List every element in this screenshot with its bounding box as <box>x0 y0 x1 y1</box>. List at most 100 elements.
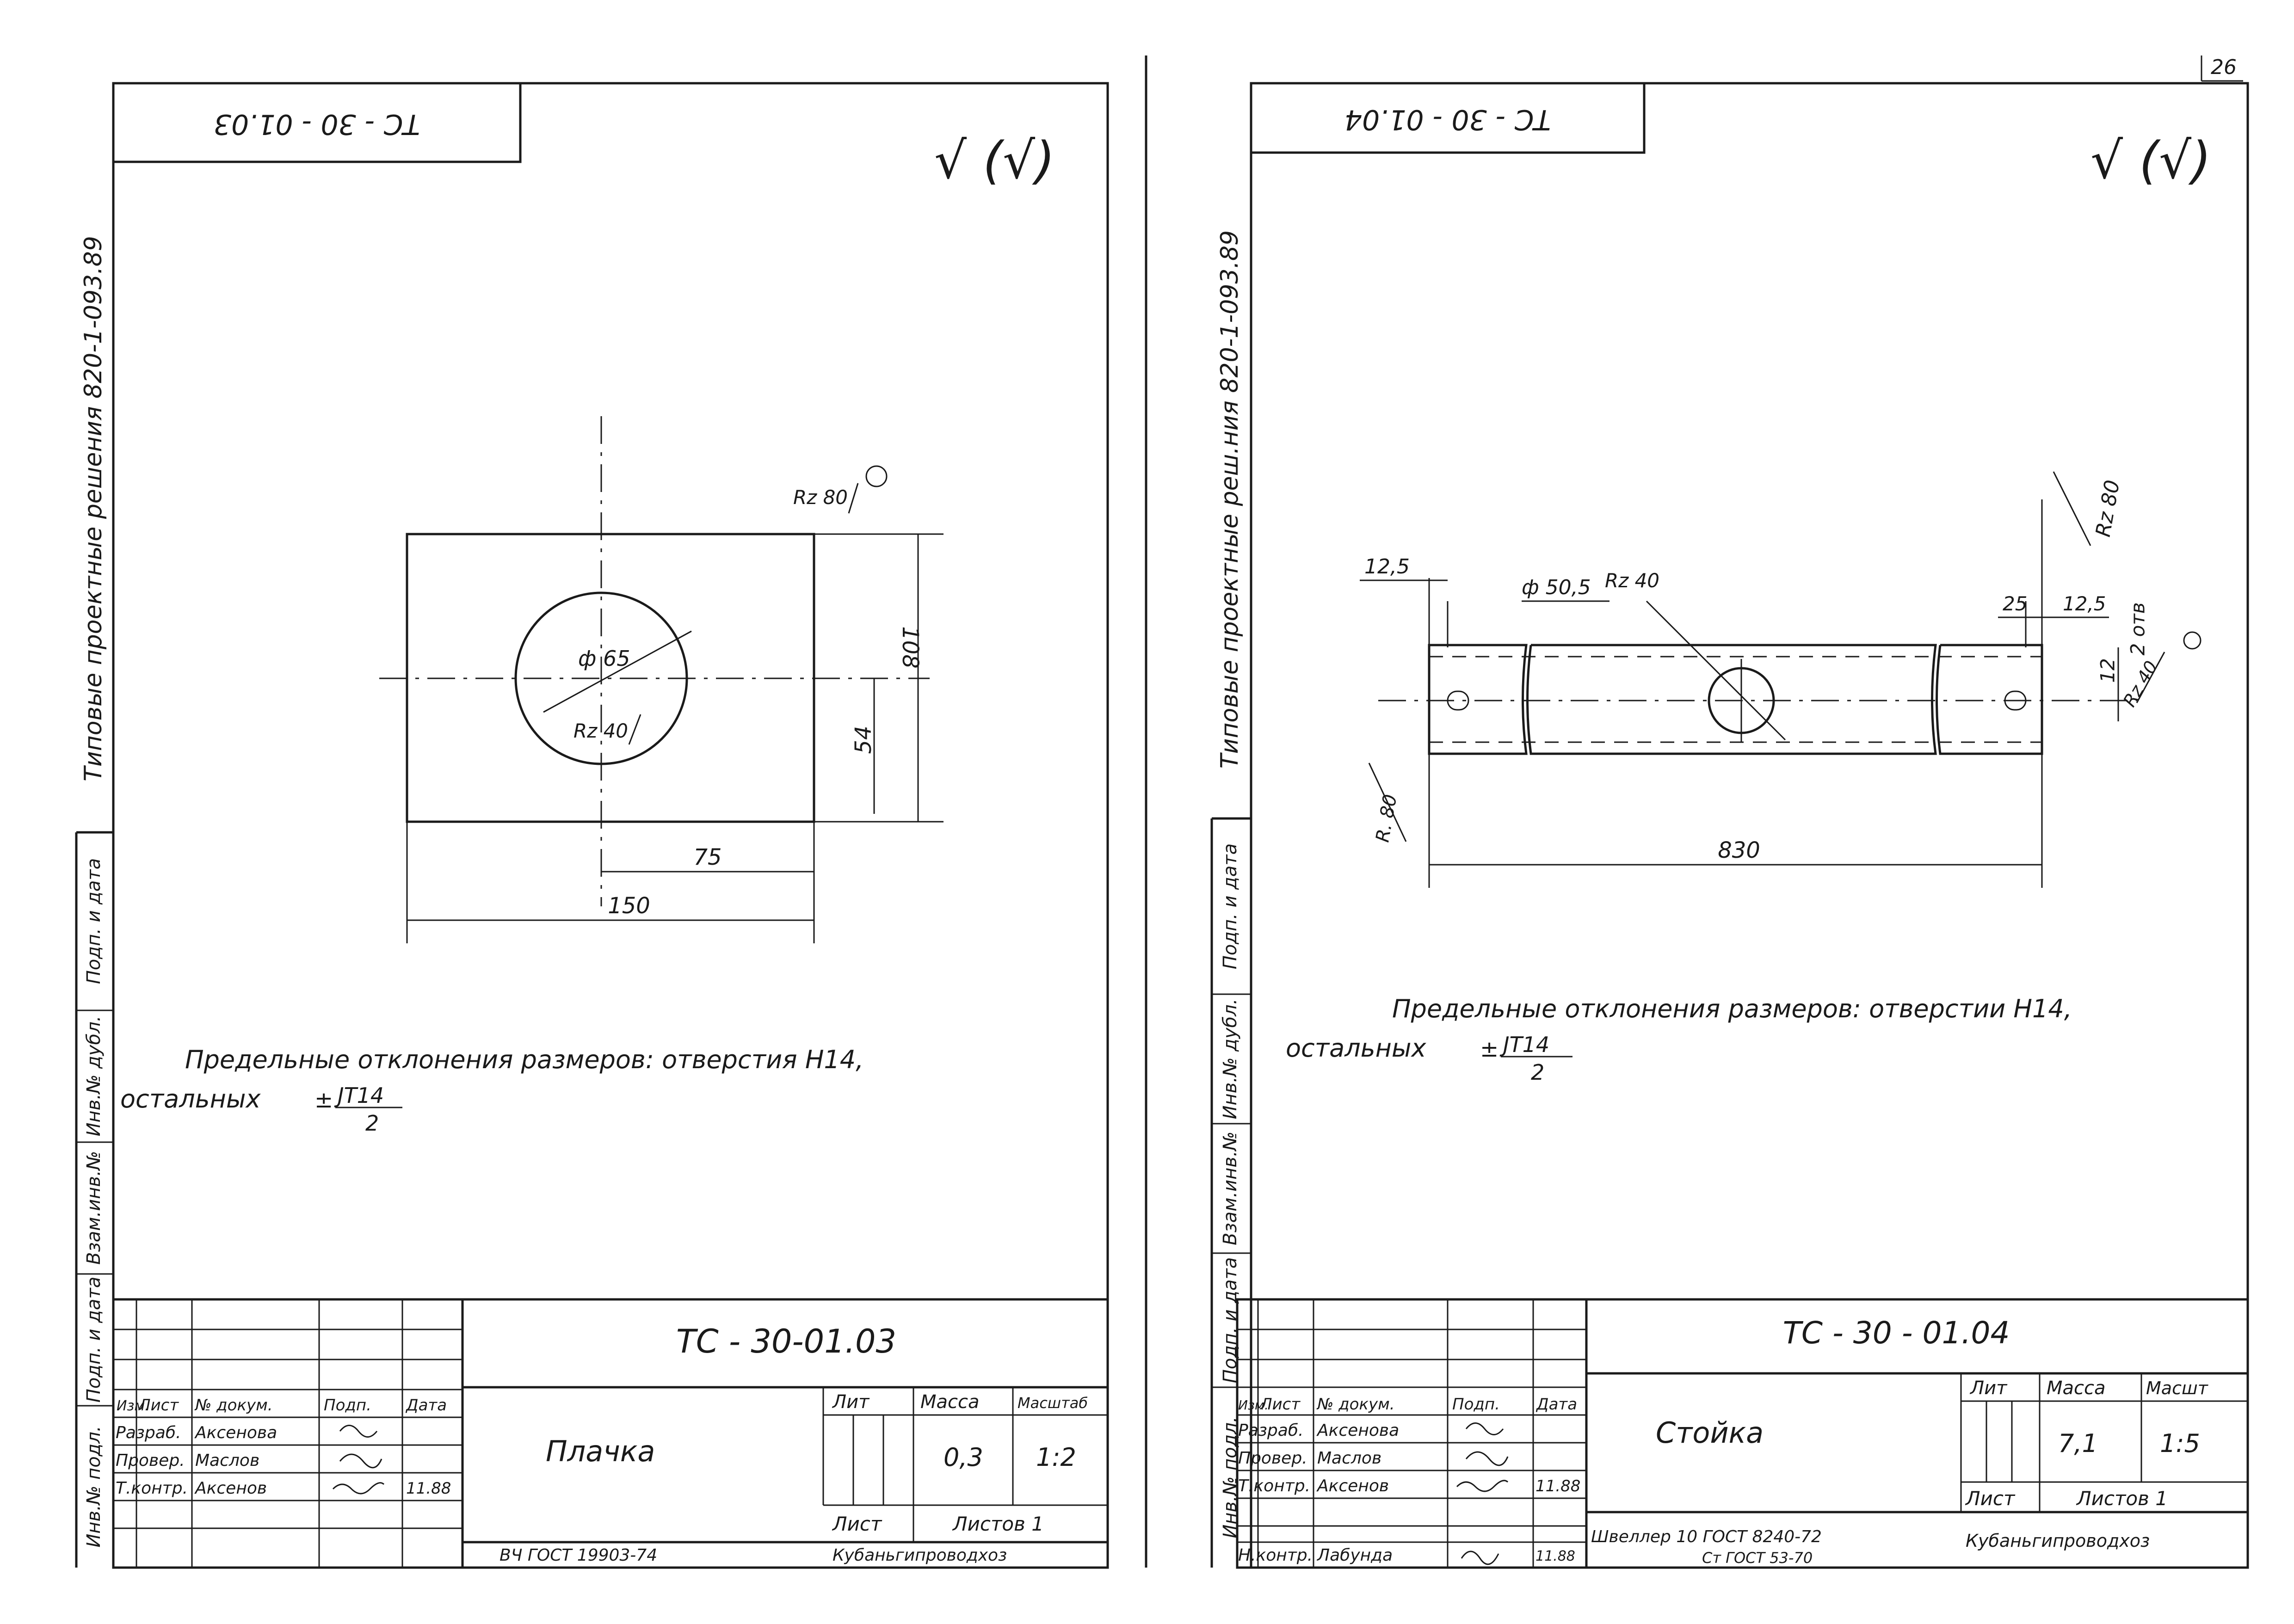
left-name-2: Маслов <box>195 1451 259 1470</box>
left-hdr-date: Дата <box>405 1396 447 1415</box>
right-title-block: Изм. Лист № докум. Подп. Дата Разраб. Ак… <box>1236 1298 2249 1569</box>
right-code-box <box>1250 82 1646 154</box>
left-side-field-3: Взам.инв.№ <box>83 1151 105 1265</box>
left-note-pm: ± <box>314 1087 333 1113</box>
left-sheet: ТС - 30 - 01.03 √ (√) Подп. и дата Инв.№… <box>75 82 1109 1569</box>
dim-left-end: 12,5 <box>1364 555 1410 578</box>
left-sheets-label: Листов 1 <box>952 1513 1044 1535</box>
left-role-1: Разраб. <box>116 1423 181 1442</box>
hole-diameter: ф 65 <box>578 646 630 671</box>
right-hdr-doc: № докум. <box>1316 1395 1395 1414</box>
left-part-name: Плачка <box>546 1434 655 1468</box>
right-side-field-2: Инв.№ дубл. <box>1220 999 1241 1120</box>
post-segment-left <box>1428 644 1528 755</box>
left-rotated-code: ТС - 30 - 01.03 <box>214 108 420 140</box>
page-number-box: 26 <box>2201 55 2243 82</box>
left-side-field-5: Инв.№ подл. <box>83 1426 105 1547</box>
right-note-prefix: остальных <box>1286 1033 1427 1063</box>
left-sheet-frame <box>112 82 1109 1569</box>
right-sheet: ТС - 30 - 01.04 √ (√) Подп. и дата Инв.№… <box>1210 82 2249 1569</box>
dim-length: 830 <box>1718 837 1760 863</box>
right-designation: ТС - 30 - 01.04 <box>1783 1315 2010 1351</box>
right-signature-marks <box>1456 1422 1509 1565</box>
dim-height: 108 <box>897 626 923 669</box>
right-name-1: Аксенова <box>1316 1421 1399 1440</box>
left-title-block: Изм. Лист № докум. Подп. Дата Разраб. Ак… <box>112 1298 1109 1569</box>
dim-slot-width: 25 <box>2003 592 2027 615</box>
holes-label: 2 отв <box>2127 603 2149 656</box>
left-signature-marks <box>332 1425 385 1495</box>
dim-slot: 12 <box>2097 658 2119 683</box>
post-segment-mid <box>1526 644 1937 755</box>
right-roughness-top: Rz 80 <box>2091 478 2125 539</box>
right-name-3: Аксенов <box>1316 1476 1389 1495</box>
dim-hole-roughness: Rz 40 <box>1605 569 1659 592</box>
right-note-num: JT14 <box>1499 1032 1549 1057</box>
left-role-2: Провер. <box>116 1451 185 1470</box>
right-mass-value: 7,1 <box>2058 1429 2098 1458</box>
hole-roughness: Rz 40 <box>574 720 628 742</box>
right-date-3: 11.88 <box>1536 1477 1580 1495</box>
left-hdr-scale: Масштаб <box>1018 1394 1088 1412</box>
right-sheet-label: Лист <box>1965 1487 2016 1510</box>
left-note-den: 2 <box>365 1111 379 1136</box>
right-sheet-frame <box>1250 82 2249 1569</box>
left-date-3: 11.88 <box>406 1479 451 1498</box>
right-sheets-label: Листов 1 <box>2076 1487 2168 1510</box>
left-hdr-mass: Масса <box>920 1391 980 1413</box>
dim-half-height: 54 <box>851 726 876 754</box>
post-slot-left <box>1447 690 1469 711</box>
post-segment-right <box>1936 644 2043 755</box>
right-hdr-lit: Лит <box>1969 1378 2008 1399</box>
left-side-strip: Подп. и дата Инв.№ дубл. Взам.инв.№ Подп… <box>75 236 113 1568</box>
right-note-pm: ± <box>1480 1036 1498 1062</box>
left-note-line1: Предельные отклонения размеров: отверсти… <box>185 1045 863 1074</box>
right-org: Кубаньгипроводхоз <box>1966 1531 2150 1551</box>
left-hdr-doc: № докум. <box>194 1396 273 1415</box>
right-date-4: 11.88 <box>1536 1548 1575 1564</box>
left-note-prefix: остальных <box>120 1084 261 1113</box>
post-slot-right <box>2004 690 2027 711</box>
left-material: ВЧ ГОСТ 19903-74 <box>500 1546 657 1565</box>
dim-half-width: 75 <box>693 844 722 870</box>
right-side-series: Типовые проектные реш.ния 820-1-093.89 <box>1216 230 1244 769</box>
right-role-3: Т.контр. <box>1238 1476 1310 1495</box>
left-scale-value: 1:2 <box>1036 1443 1076 1472</box>
right-material-1: Швеллер 10 ГОСТ 8240-72 <box>1591 1527 1822 1546</box>
page-number: 26 <box>2211 55 2237 79</box>
dim-width: 150 <box>608 893 650 919</box>
left-side-field-1: Подп. и дата <box>83 858 105 984</box>
left-hdr-izm: Изм. <box>117 1398 149 1414</box>
right-role-1: Разраб. <box>1238 1421 1303 1440</box>
right-surface-mark: √ (√) <box>2090 131 2211 190</box>
right-name-4: Лабунда <box>1316 1546 1393 1565</box>
left-mass-value: 0,3 <box>944 1443 983 1472</box>
left-hdr-sign: Подп. <box>324 1396 371 1415</box>
left-sheet-label: Лист <box>832 1513 882 1535</box>
right-name-2: Маслов <box>1317 1449 1381 1468</box>
left-role-3: Т.контр. <box>116 1479 188 1498</box>
left-note-num: JT14 <box>334 1083 384 1108</box>
dim-diameter: ф 50,5 <box>1522 576 1591 599</box>
right-post-drawing: 12,5 ф 50,5 Rz 40 25 12,5 12 2 отв Rz 40… <box>1360 471 2202 888</box>
right-role-4: Н.контр. <box>1238 1546 1313 1565</box>
right-part-name: Стойка <box>1656 1416 1764 1450</box>
left-side-series: Типовые проектные решения 820-1-093.89 <box>80 236 107 781</box>
right-hdr-list: Лист <box>1259 1395 1301 1414</box>
right-side-strip: Подп. и дата Инв.№ дубл. Взам.инв.№ Подп… <box>1210 230 1251 1568</box>
left-org: Кубаньгипроводхоз <box>832 1546 1007 1565</box>
left-hdr-lit: Лит <box>832 1391 870 1413</box>
left-designation: ТС - 30-01.03 <box>676 1323 896 1360</box>
right-note-den: 2 <box>1531 1060 1544 1085</box>
left-name-1: Аксенова <box>194 1423 277 1442</box>
right-side-field-3: Взам.инв.№ <box>1220 1132 1241 1245</box>
left-name-3: Аксенов <box>194 1479 267 1498</box>
left-side-field-2: Инв.№ дубл. <box>83 1016 105 1137</box>
right-scale-value: 1:5 <box>2160 1429 2200 1458</box>
left-side-field-4: Подп. и дата <box>83 1277 105 1403</box>
right-material-2: Ст ГОСТ 53-70 <box>1702 1549 1813 1567</box>
left-surface-mark: √ (√) <box>934 131 1055 190</box>
left-plate-drawing: 108 54 75 150 ф 65 Rz 40 Rz 80 <box>379 416 944 943</box>
right-hdr-mass: Масса <box>2047 1378 2106 1399</box>
